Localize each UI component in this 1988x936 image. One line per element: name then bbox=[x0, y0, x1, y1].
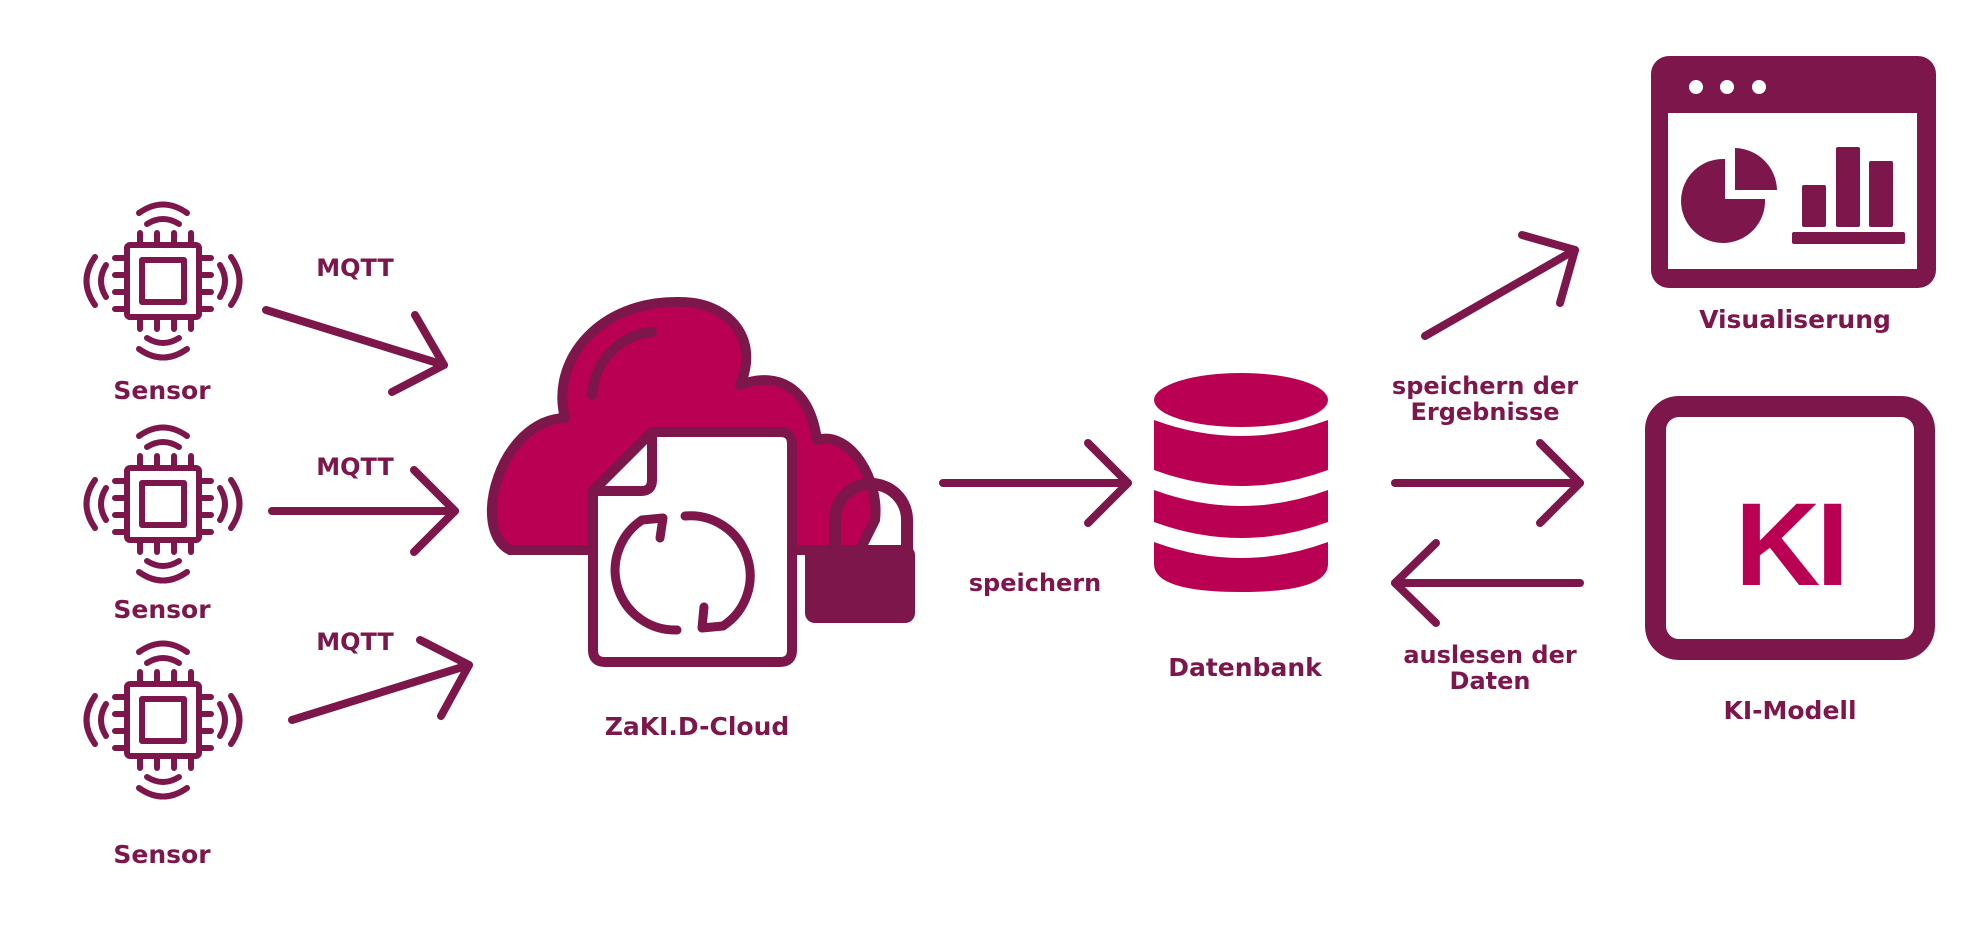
chip-sensor-icon bbox=[83, 201, 243, 361]
mqtt-1-label: MQTT bbox=[316, 254, 394, 282]
ai-model-label: KI-Modell bbox=[1723, 696, 1857, 725]
ai-box-icon bbox=[1645, 396, 1935, 660]
ai-badge-text: KI bbox=[1735, 479, 1849, 611]
sensor-3-label: Sensor bbox=[113, 840, 211, 869]
document-sync-icon bbox=[588, 427, 797, 667]
database-icon bbox=[1154, 373, 1328, 592]
results-edge-line-1: speichern der bbox=[1391, 372, 1579, 400]
lock-icon bbox=[805, 478, 915, 623]
visualization-label: Visualiserung bbox=[1699, 305, 1891, 334]
chip-sensor-icon bbox=[83, 640, 243, 800]
store-edge-label: speichern bbox=[968, 569, 1102, 597]
dashboard-window-icon bbox=[1651, 56, 1936, 288]
cloud-label: ZaKI.D-Cloud bbox=[604, 712, 790, 741]
read-edge-label: auslesen der Daten bbox=[1380, 642, 1600, 694]
sensor-2-label: Sensor bbox=[113, 595, 211, 624]
database-label: Datenbank bbox=[1168, 653, 1322, 682]
chip-sensor-icon bbox=[83, 424, 243, 584]
results-edge-label: speichern der Ergebnisse bbox=[1370, 373, 1600, 425]
mqtt-2-label: MQTT bbox=[316, 453, 394, 481]
read-edge-line-1: auslesen der bbox=[1403, 641, 1577, 669]
sensor-1-label: Sensor bbox=[113, 376, 211, 405]
results-edge-line-2: Ergebnisse bbox=[1410, 398, 1560, 426]
mqtt-3-label: MQTT bbox=[316, 628, 394, 656]
read-edge-line-2: Daten bbox=[1449, 667, 1531, 695]
